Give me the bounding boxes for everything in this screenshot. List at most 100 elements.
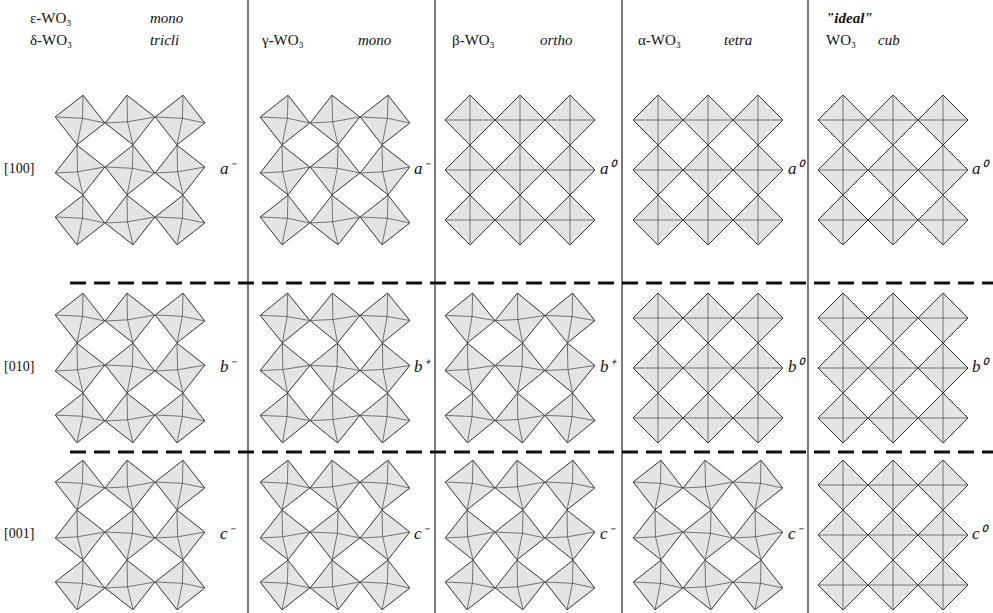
octahedron bbox=[545, 560, 595, 610]
octahedron bbox=[445, 510, 495, 560]
octahedron bbox=[633, 460, 683, 510]
octahedron bbox=[105, 293, 155, 343]
octahedron bbox=[360, 343, 410, 393]
octahedron bbox=[918, 293, 968, 343]
octahedron bbox=[105, 343, 155, 393]
octahedron bbox=[545, 393, 595, 443]
octahedron bbox=[260, 95, 310, 145]
octahedron bbox=[918, 393, 968, 443]
tilt-label: a⁰ bbox=[972, 160, 987, 179]
octahedron bbox=[105, 95, 155, 145]
octahedron bbox=[260, 393, 310, 443]
phase-name: WO₃ bbox=[826, 32, 856, 49]
octahedron bbox=[155, 510, 205, 560]
octahedron bbox=[105, 145, 155, 195]
octahedron bbox=[310, 293, 360, 343]
octahedron bbox=[495, 510, 545, 560]
octahedron bbox=[155, 460, 205, 510]
phase-name: γ-WO₃ bbox=[262, 32, 304, 49]
tilt-label: b⁺ bbox=[414, 358, 429, 377]
phase-name: "ideal" bbox=[826, 10, 873, 27]
octahedron bbox=[360, 460, 410, 510]
octahedron bbox=[260, 195, 310, 245]
octahedron bbox=[868, 510, 918, 560]
octahedron bbox=[683, 343, 733, 393]
view-direction: [001] bbox=[4, 526, 34, 541]
octahedron bbox=[683, 145, 733, 195]
phase-name: ε-WO₃ bbox=[30, 10, 72, 27]
octahedron bbox=[360, 393, 410, 443]
octahedron bbox=[733, 510, 783, 560]
tilt-label: b⁰ bbox=[788, 358, 803, 377]
octahedron bbox=[105, 460, 155, 510]
octahedron bbox=[360, 293, 410, 343]
octahedron bbox=[868, 293, 918, 343]
octahedron bbox=[868, 145, 918, 195]
octahedron bbox=[260, 560, 310, 610]
octahedron bbox=[55, 510, 105, 560]
octahedron bbox=[260, 460, 310, 510]
octahedron bbox=[105, 393, 155, 443]
octahedron bbox=[918, 195, 968, 245]
crystal-system: tricli bbox=[150, 32, 179, 49]
octahedron bbox=[818, 293, 868, 343]
octahedron bbox=[733, 95, 783, 145]
octahedron bbox=[868, 195, 918, 245]
octahedron bbox=[445, 195, 495, 245]
crystal-system: mono bbox=[358, 32, 391, 49]
octahedron bbox=[55, 145, 105, 195]
octahedron bbox=[495, 293, 545, 343]
crystal-system: tetra bbox=[724, 32, 752, 49]
octahedron bbox=[818, 460, 868, 510]
octahedron bbox=[918, 460, 968, 510]
octahedron bbox=[55, 560, 105, 610]
octahedron bbox=[818, 560, 868, 610]
octahedron bbox=[495, 95, 545, 145]
octahedron bbox=[818, 343, 868, 393]
octahedron bbox=[733, 195, 783, 245]
octahedron bbox=[545, 343, 595, 393]
tilt-label: c⁻ bbox=[414, 525, 428, 544]
octahedron bbox=[733, 145, 783, 195]
octahedron bbox=[260, 510, 310, 560]
octahedron bbox=[445, 95, 495, 145]
octahedron bbox=[868, 460, 918, 510]
octahedron bbox=[155, 145, 205, 195]
tilt-label: b⁺ bbox=[600, 358, 615, 377]
octahedron bbox=[55, 393, 105, 443]
octahedron bbox=[683, 393, 733, 443]
octahedron bbox=[683, 460, 733, 510]
phase-name: α-WO₃ bbox=[638, 32, 681, 49]
column-separators bbox=[248, 0, 808, 613]
octahedra-panels bbox=[55, 95, 968, 610]
octahedron bbox=[155, 95, 205, 145]
octahedron bbox=[55, 195, 105, 245]
octahedron bbox=[495, 343, 545, 393]
octahedron bbox=[495, 560, 545, 610]
tilt-label: c⁻ bbox=[220, 525, 234, 544]
octahedron bbox=[310, 510, 360, 560]
octahedron bbox=[868, 393, 918, 443]
tilt-label: b⁰ bbox=[972, 358, 987, 377]
octahedron bbox=[633, 510, 683, 560]
view-direction: [100] bbox=[4, 161, 34, 176]
octahedron bbox=[310, 95, 360, 145]
tilt-label: a⁰ bbox=[788, 160, 803, 179]
crystal-system: ortho bbox=[540, 32, 573, 49]
row-separators bbox=[70, 283, 993, 452]
view-direction: [010] bbox=[4, 359, 34, 374]
octahedron bbox=[918, 145, 968, 195]
tilt-label: c⁻ bbox=[788, 525, 802, 544]
octahedron bbox=[495, 460, 545, 510]
octahedron bbox=[918, 560, 968, 610]
octahedron bbox=[633, 343, 683, 393]
octahedron bbox=[445, 145, 495, 195]
octahedron bbox=[633, 95, 683, 145]
octahedron bbox=[260, 343, 310, 393]
octahedron bbox=[545, 460, 595, 510]
octahedron bbox=[545, 95, 595, 145]
octahedron bbox=[868, 95, 918, 145]
octahedron bbox=[545, 293, 595, 343]
octahedron bbox=[155, 293, 205, 343]
